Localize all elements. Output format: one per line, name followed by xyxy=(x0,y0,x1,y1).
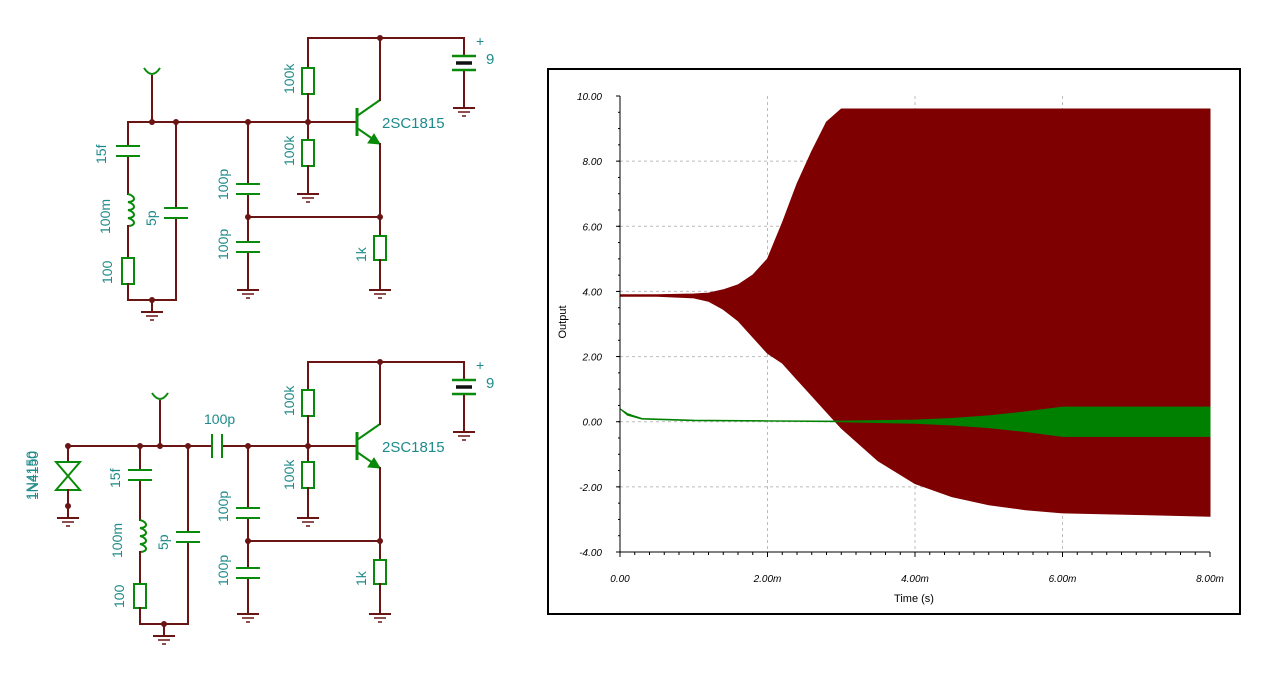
bias-resistor-top-label-2: 100k xyxy=(281,385,297,416)
transistor-1 xyxy=(355,99,381,145)
battery-2 xyxy=(452,378,476,396)
crystal-series-capacitor-label-2: 15f xyxy=(107,468,123,488)
crystal-resistor-1 xyxy=(121,257,135,285)
diode-pair-2 xyxy=(53,461,83,491)
x-tick-label: 2.00m xyxy=(753,574,782,585)
crystal-inductor-1 xyxy=(127,193,135,227)
diode-label-2-overlap: 1N4150 xyxy=(23,451,39,500)
bias-resistor-top-label-1: 100k xyxy=(281,63,297,94)
y-tick-label: 4.00 xyxy=(583,287,603,298)
divider-capacitor-top-2 xyxy=(236,507,260,519)
bias-resistor-bottom-2 xyxy=(301,461,315,489)
chart-series xyxy=(619,108,1211,517)
crystal-series-capacitor-2 xyxy=(128,469,152,481)
battery-1 xyxy=(452,54,476,72)
output-terminal-2 xyxy=(151,392,169,400)
y-tick-label: 0.00 xyxy=(583,418,603,429)
chart-panel: 10.00 8.00 6.00 4.00 2.00 0.00 -2.00 -4.00 0.00 2… xyxy=(547,68,1241,615)
crystal-resistor-label-1: 100 xyxy=(99,260,115,284)
emitter-resistor-1 xyxy=(373,235,387,261)
y-tick-label: 2.00 xyxy=(582,353,603,364)
crystal-parallel-capacitor-label-1: 5p xyxy=(143,210,159,226)
crystal-series-capacitor-label-1: 15f xyxy=(93,144,109,164)
bias-resistor-bottom-1 xyxy=(301,139,315,167)
crystal-series-capacitor-1 xyxy=(116,145,140,157)
x-tick-label: 8.00m xyxy=(1196,574,1224,585)
coupling-capacitor-label-2: 100p xyxy=(204,411,235,427)
divider-capacitor-top-label-1: 100p xyxy=(215,169,231,200)
y-tick-label: 6.00 xyxy=(583,222,603,233)
y-tick-label: 10.00 xyxy=(577,92,602,103)
crystal-inductor-label-1: 100m xyxy=(97,199,113,234)
crystal-inductor-label-2: 100m xyxy=(109,523,125,558)
transistor-label-1: 2SC1815 xyxy=(382,115,445,132)
x-tick-label: 4.00m xyxy=(901,574,929,585)
y-axis-label: Output xyxy=(557,305,569,338)
x-tick-label: 0.00 xyxy=(610,574,630,585)
divider-capacitor-bottom-2 xyxy=(236,567,260,579)
output-terminal-1 xyxy=(143,67,161,75)
divider-capacitor-top-label-2: 100p xyxy=(215,491,231,522)
bias-resistor-top-2 xyxy=(301,389,315,417)
battery-voltage-label-1: 9 xyxy=(486,51,494,68)
coupling-capacitor-2 xyxy=(211,434,223,458)
divider-capacitor-top-1 xyxy=(236,183,260,195)
battery-plus-label-1: + xyxy=(476,33,484,49)
emitter-resistor-2 xyxy=(373,559,387,585)
crystal-parallel-capacitor-1 xyxy=(164,207,188,219)
y-tick-label: -4.00 xyxy=(579,548,602,559)
emitter-resistor-label-2: 1k xyxy=(353,570,369,586)
bias-resistor-bottom-label-2: 100k xyxy=(281,459,297,490)
diode-label-2: 1N4150 xyxy=(25,451,41,500)
crystal-parallel-capacitor-label-2: 5p xyxy=(155,534,171,550)
battery-voltage-label-2: 9 xyxy=(486,375,494,392)
circuit-1: + 9 2SC1815 100k 100k 100p 100p 1k 15f 1… xyxy=(93,33,494,321)
emitter-resistor-label-1: 1k xyxy=(353,246,369,262)
divider-capacitor-bottom-label-1: 100p xyxy=(215,229,231,260)
crystal-parallel-capacitor-2 xyxy=(176,531,200,543)
crystal-resistor-2 xyxy=(133,583,147,609)
crystal-inductor-2 xyxy=(139,519,147,553)
divider-capacitor-bottom-1 xyxy=(236,241,260,253)
x-tick-label: 6.00m xyxy=(1049,574,1077,585)
battery-plus-label-2: + xyxy=(476,357,484,373)
bias-resistor-top-1 xyxy=(301,67,315,95)
transistor-2 xyxy=(355,423,381,469)
x-axis-label: Time (s) xyxy=(894,593,934,605)
bias-resistor-bottom-label-1: 100k xyxy=(281,135,297,166)
transistor-label-2: 2SC1815 xyxy=(382,439,445,456)
y-tick-label: 8.00 xyxy=(583,157,603,168)
circuit-2: + 9 2SC1815 100p 100k 100k 100p 100p 1k … xyxy=(23,357,494,645)
divider-capacitor-bottom-label-2: 100p xyxy=(215,555,231,586)
y-tick-label: -2.00 xyxy=(579,483,602,494)
crystal-resistor-label-2: 100 xyxy=(111,584,127,608)
series-envelope-1 xyxy=(619,406,1211,437)
chart-axes: 10.00 8.00 6.00 4.00 2.00 0.00 -2.00 -4.00 0.00 2… xyxy=(577,92,1224,585)
